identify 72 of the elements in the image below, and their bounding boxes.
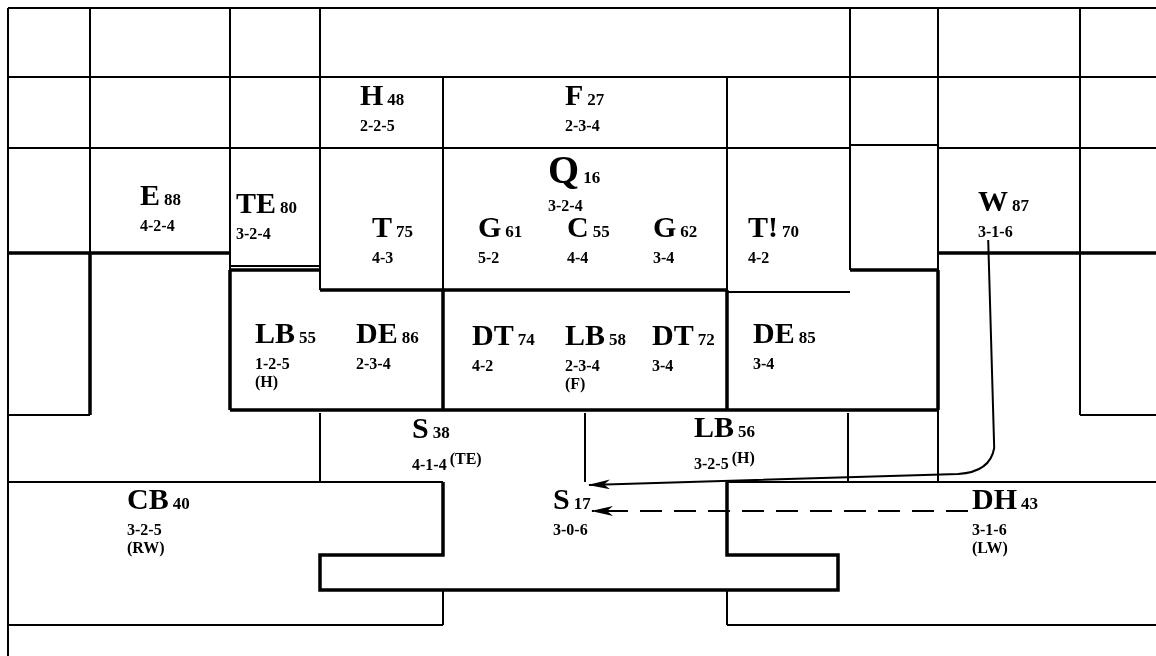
position-code: W [978, 184, 1008, 217]
jersey-number: 40 [172, 494, 190, 513]
jersey-number: 43 [1021, 494, 1038, 513]
position-code: LB [255, 316, 296, 349]
jersey-number: 55 [299, 328, 317, 347]
position-code: H [360, 78, 384, 111]
jersey-number: 62 [680, 222, 698, 241]
rating: 3-1-6 [978, 223, 1013, 240]
rating: 2-3-4 [565, 117, 600, 134]
rating: 4-3 [372, 249, 394, 266]
position-code: LB [694, 410, 735, 443]
jersey-number: 86 [401, 328, 419, 347]
arrow [588, 239, 996, 490]
rating: 3-2-4 [236, 225, 271, 242]
jersey-number: 48 [387, 90, 405, 109]
jersey-number: 56 [738, 422, 756, 441]
position-code: F [565, 78, 584, 111]
position-code: DE [356, 316, 398, 349]
position-code: T! [748, 210, 778, 243]
rating: 3-4 [653, 249, 675, 266]
rating: 3-2-5 [694, 455, 729, 472]
rating: 4-2 [472, 357, 494, 374]
position-code: DT [652, 318, 694, 351]
position-code: S [553, 482, 570, 515]
dashed-arrow [591, 506, 969, 516]
jersey-number: 80 [280, 198, 298, 217]
jersey-number: 61 [505, 222, 523, 241]
position-code: DH [972, 482, 1017, 515]
jersey-number: 72 [697, 330, 715, 349]
rating: 4-1-4 [412, 456, 447, 473]
rating: 3-1-6 [972, 521, 1007, 538]
position-note: (H) [255, 373, 279, 390]
position-note: (TE) [449, 450, 482, 467]
jersey-number: 27 [587, 90, 605, 109]
position-code: E [140, 178, 160, 211]
position-code: CB [127, 482, 169, 515]
position-note: (LW) [972, 539, 1008, 556]
position-code: S [412, 411, 429, 444]
jersey-number: 74 [517, 330, 535, 349]
jersey-number: 38 [432, 423, 450, 442]
position-code: G [478, 210, 502, 243]
position-code: G [653, 210, 677, 243]
rating: 1-2-5 [255, 355, 290, 372]
jersey-number: 75 [396, 222, 413, 241]
rating: 4-4 [567, 249, 589, 266]
jersey-number: 87 [1012, 196, 1029, 215]
position-note: (F) [565, 375, 586, 392]
position-code: Q [548, 147, 580, 192]
jersey-number: 70 [782, 222, 799, 241]
rating: 4-2-4 [140, 217, 175, 234]
rating: 2-3-4 [356, 355, 391, 372]
position-code: DE [753, 316, 795, 349]
position-code: TE [236, 186, 277, 219]
rating: 3-0-6 [553, 521, 588, 538]
position-note: (RW) [127, 539, 165, 556]
jersey-number: 55 [592, 222, 610, 241]
position-code: DT [472, 318, 514, 351]
jersey-number: 85 [798, 328, 816, 347]
position-note: (H) [731, 449, 755, 466]
rating: 3-4 [753, 355, 775, 372]
rating: 2-2-5 [360, 117, 395, 134]
jersey-number: 16 [583, 168, 601, 187]
position-code: T [372, 210, 392, 243]
rating: 3-2-5 [127, 521, 162, 538]
rating: 5-2 [478, 249, 500, 266]
rating: 2-3-4 [565, 357, 600, 374]
jersey-number: 58 [609, 330, 627, 349]
jersey-number: 88 [164, 190, 181, 209]
position-code: LB [565, 318, 606, 351]
rating: 4-2 [748, 249, 770, 266]
jersey-number: 17 [573, 494, 591, 513]
rating: 3-4 [652, 357, 674, 374]
